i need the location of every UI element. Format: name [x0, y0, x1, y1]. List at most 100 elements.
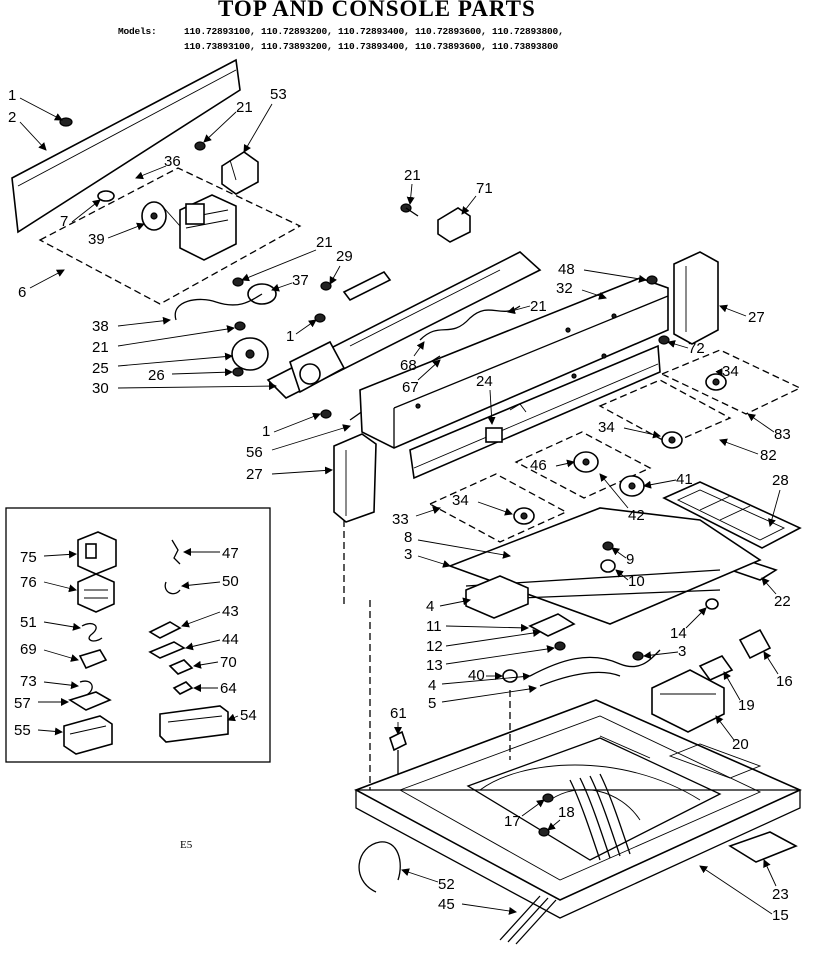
- end-cap-27-right: [673, 251, 719, 345]
- callout-64: 64: [193, 680, 237, 697]
- callout-21-d: 21: [404, 167, 421, 205]
- svg-text:6: 6: [18, 284, 26, 301]
- callout-83: 83: [747, 413, 791, 443]
- svg-text:10: 10: [628, 573, 645, 590]
- knob-46: [573, 451, 599, 473]
- svg-text:48: 48: [558, 261, 575, 278]
- callout-12: 12: [426, 629, 541, 655]
- svg-text:57: 57: [14, 695, 31, 712]
- svg-text:67: 67: [402, 379, 419, 396]
- callout-57: 57: [14, 695, 69, 712]
- part-61: [389, 730, 407, 752]
- callout-21-c: 21: [92, 325, 235, 356]
- svg-text:56: 56: [246, 444, 263, 461]
- callout-72: 72: [667, 340, 705, 357]
- washer-top-15: [354, 699, 802, 919]
- callout-1-c: 1: [262, 412, 321, 440]
- screw-48: [646, 275, 658, 285]
- svg-text:4: 4: [426, 598, 434, 615]
- callout-17: 17: [504, 799, 545, 830]
- screw-17: [542, 793, 554, 803]
- svg-text:70: 70: [220, 654, 237, 671]
- svg-text:52: 52: [438, 876, 455, 893]
- callout-24: 24: [476, 373, 496, 425]
- callout-25: 25: [92, 352, 233, 377]
- svg-text:32: 32: [556, 280, 573, 297]
- callout-30: 30: [92, 380, 277, 397]
- svg-text:17: 17: [504, 813, 521, 830]
- svg-text:64: 64: [220, 680, 237, 697]
- svg-text:26: 26: [148, 367, 165, 384]
- part-9: [602, 541, 614, 551]
- svg-text:21: 21: [530, 298, 547, 315]
- callout-19: 19: [723, 671, 755, 714]
- screw-7: [97, 190, 115, 202]
- callout-27-b: 27: [246, 466, 333, 483]
- svg-text:34: 34: [452, 492, 469, 509]
- callout-42: 42: [599, 473, 645, 524]
- parts-drawing: [11, 58, 802, 945]
- callout-76: 76: [20, 574, 77, 593]
- svg-text:68: 68: [400, 357, 417, 374]
- svg-text:42: 42: [628, 507, 645, 524]
- svg-text:1: 1: [8, 87, 16, 104]
- callout-34-b: 34: [598, 419, 661, 439]
- wire-52: [358, 841, 401, 893]
- lid-switch-20: [651, 669, 725, 733]
- part-23: [728, 831, 798, 863]
- callout-45: 45: [438, 896, 517, 915]
- callout-69: 69: [20, 641, 79, 662]
- console-frame: [266, 251, 542, 399]
- svg-text:28: 28: [772, 472, 789, 489]
- callout-75: 75: [20, 549, 77, 566]
- svg-text:54: 54: [240, 707, 257, 724]
- end-cap-27-left: [333, 433, 377, 523]
- callout-50: 50: [181, 573, 239, 590]
- svg-text:37: 37: [292, 272, 309, 289]
- callout-8: 8: [404, 529, 511, 559]
- svg-text:44: 44: [222, 631, 239, 648]
- callout-37: 37: [271, 272, 309, 292]
- svg-text:21: 21: [316, 234, 333, 251]
- harness-5: [529, 649, 661, 677]
- bezel-28: [662, 481, 802, 549]
- part-10: [600, 559, 616, 573]
- svg-text:12: 12: [426, 638, 443, 655]
- callout-27: 27: [719, 304, 765, 326]
- callout-53: 53: [243, 86, 287, 153]
- callout-32: 32: [556, 280, 607, 300]
- svg-text:1: 1: [262, 423, 270, 440]
- svg-text:73: 73: [20, 673, 37, 690]
- models-list-line-2: 110.73893100, 110.73893200, 110.73893400…: [184, 41, 559, 52]
- callout-16: 16: [763, 651, 793, 690]
- svg-text:55: 55: [14, 722, 31, 739]
- models-list-line-1: 110.72893100, 110.72893200, 110.72893400…: [184, 26, 564, 37]
- knob-34-b: [661, 431, 683, 449]
- svg-text:20: 20: [732, 736, 749, 753]
- svg-text:40: 40: [468, 667, 485, 684]
- callout-26: 26: [148, 367, 233, 384]
- svg-text:71: 71: [476, 180, 493, 197]
- svg-text:29: 29: [336, 248, 353, 265]
- svg-text:11: 11: [426, 618, 442, 635]
- svg-text:46: 46: [530, 457, 547, 474]
- part-19: [698, 654, 734, 682]
- switch-25: [231, 337, 269, 371]
- callout-39: 39: [88, 222, 145, 248]
- callout-70: 70: [193, 654, 237, 671]
- svg-text:69: 69: [20, 641, 37, 658]
- svg-text:22: 22: [774, 593, 791, 610]
- svg-text:23: 23: [772, 886, 789, 903]
- svg-text:25: 25: [92, 360, 109, 377]
- callout-1-b: 1: [286, 319, 317, 345]
- svg-text:47: 47: [222, 545, 239, 562]
- callout-34-c: 34: [452, 492, 513, 516]
- svg-text:1: 1: [286, 328, 294, 345]
- callout-5: 5: [428, 685, 537, 712]
- wire-38: [174, 293, 263, 321]
- callout-9: 9: [611, 547, 634, 568]
- callout-82: 82: [719, 438, 777, 464]
- svg-text:13: 13: [426, 657, 443, 674]
- svg-text:16: 16: [776, 673, 793, 690]
